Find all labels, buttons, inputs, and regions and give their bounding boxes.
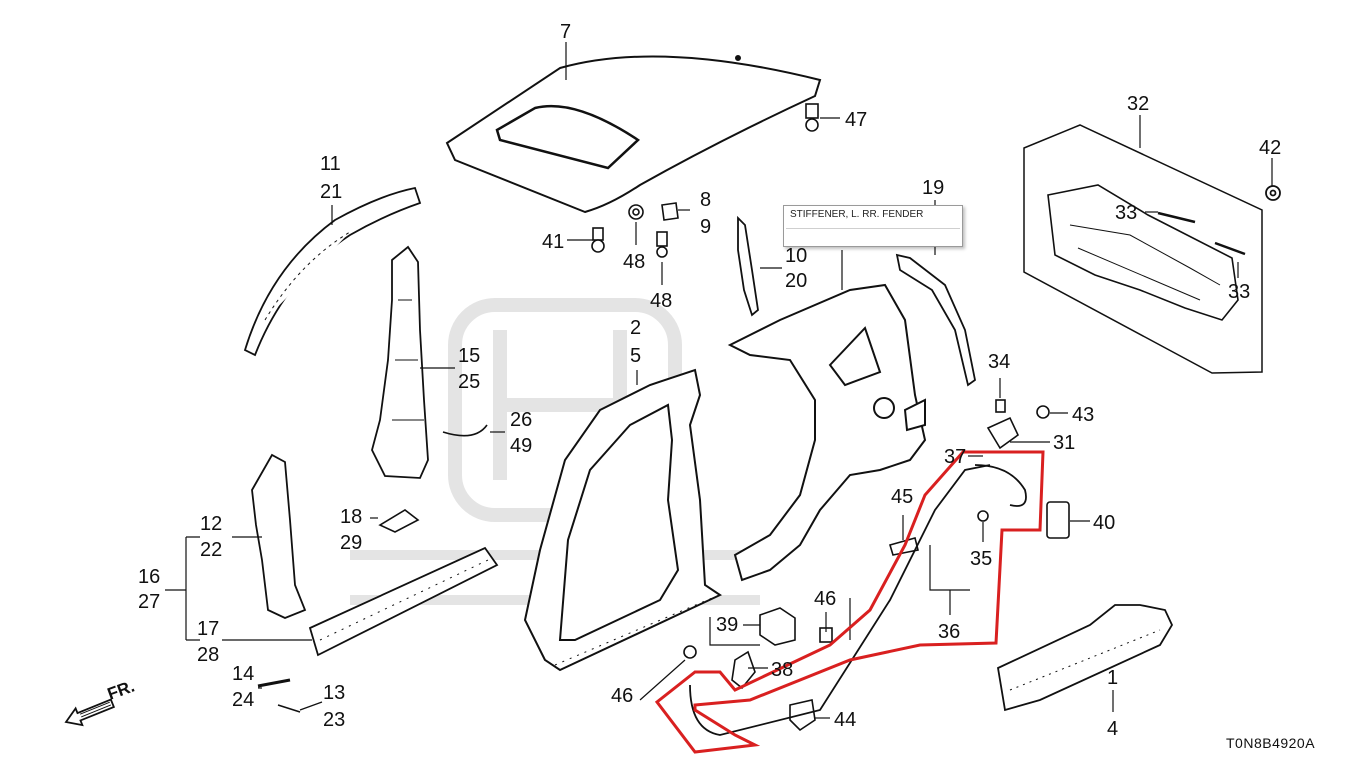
- callout-45[interactable]: 45: [891, 486, 913, 508]
- callout-19[interactable]: 19: [922, 177, 944, 199]
- callout-46b[interactable]: 46: [611, 685, 633, 707]
- callout-47[interactable]: 47: [845, 109, 867, 131]
- callout-35[interactable]: 35: [970, 548, 992, 570]
- callout-36[interactable]: 36: [938, 621, 960, 643]
- rear-panel-box: [1023, 124, 1263, 374]
- rear-quarter-panel[interactable]: [727, 283, 927, 582]
- rear-panel[interactable]: [1047, 184, 1239, 321]
- callout-48a[interactable]: 48: [623, 251, 645, 273]
- callout-32[interactable]: 32: [1127, 93, 1149, 115]
- front-arrow-icon: [64, 698, 116, 727]
- highlight-outline: [654, 450, 1045, 754]
- callout-11[interactable]: 11: [320, 153, 341, 175]
- callout-38[interactable]: 38: [771, 659, 793, 681]
- callout-5[interactable]: 5: [630, 345, 641, 367]
- callout-21[interactable]: 21: [320, 181, 342, 203]
- callout-37[interactable]: 37: [944, 446, 966, 468]
- front-pillar-lower[interactable]: [251, 453, 307, 619]
- callout-33a[interactable]: 33: [1115, 202, 1137, 224]
- fender-stiffener[interactable]: [895, 253, 976, 387]
- callout-48b[interactable]: 48: [650, 290, 672, 312]
- side-outer-panel[interactable]: [523, 368, 723, 672]
- callout-labels: 7 47 32 42 33 33 11 21 41 48 48 8 9 19 1…: [138, 21, 1281, 740]
- callout-34[interactable]: 34: [988, 351, 1010, 373]
- callout-12[interactable]: 12: [200, 513, 222, 535]
- rear-panel-brackets[interactable]: [1157, 211, 1246, 256]
- roof-rail-inner[interactable]: [243, 186, 422, 357]
- wiring-harness[interactable]: [689, 464, 1027, 736]
- part-tooltip: STIFFENER, L. RR. FENDER: [783, 205, 963, 247]
- callout-40[interactable]: 40: [1093, 512, 1115, 534]
- callout-9[interactable]: 9: [700, 216, 711, 238]
- callout-20[interactable]: 20: [785, 270, 807, 292]
- roof-panel[interactable]: [445, 55, 822, 214]
- callout-33b[interactable]: 33: [1228, 281, 1250, 303]
- callout-41[interactable]: 41: [542, 231, 564, 253]
- callout-16[interactable]: 16: [138, 566, 160, 588]
- callout-7[interactable]: 7: [560, 21, 571, 43]
- callout-4[interactable]: 4: [1107, 718, 1118, 740]
- callout-14[interactable]: 14: [232, 663, 254, 685]
- nut-42[interactable]: [1265, 185, 1281, 201]
- callout-18[interactable]: 18: [340, 506, 362, 528]
- callout-22[interactable]: 22: [200, 539, 222, 561]
- callout-8[interactable]: 8: [700, 189, 711, 211]
- rear-pillar-stiffener[interactable]: [737, 215, 759, 317]
- callout-49[interactable]: 49: [510, 435, 532, 457]
- callout-25[interactable]: 25: [458, 371, 480, 393]
- callout-1[interactable]: 1: [1107, 667, 1118, 689]
- callout-39[interactable]: 39: [716, 614, 738, 636]
- callout-13[interactable]: 13: [323, 682, 345, 704]
- callout-24[interactable]: 24: [232, 689, 254, 711]
- callout-2[interactable]: 2: [630, 317, 641, 339]
- rear-sill-extension[interactable]: [996, 604, 1174, 712]
- callout-42[interactable]: 42: [1259, 137, 1281, 159]
- callout-10[interactable]: 10: [785, 245, 807, 267]
- b-pillar-inner[interactable]: [371, 245, 429, 479]
- leader-lines: [165, 42, 1273, 719]
- callout-23[interactable]: 23: [323, 709, 345, 731]
- callout-44[interactable]: 44: [834, 709, 856, 731]
- tooltip-text: STIFFENER, L. RR. FENDER: [790, 209, 924, 220]
- callout-31[interactable]: 31: [1053, 432, 1075, 454]
- callout-43[interactable]: 43: [1072, 404, 1094, 426]
- callout-28[interactable]: 28: [197, 644, 219, 666]
- callout-46a[interactable]: 46: [814, 588, 836, 610]
- side-sill-inner[interactable]: [308, 546, 499, 657]
- front-direction-label: FR.: [105, 677, 137, 704]
- diagram-code: T0N8B4920A: [1226, 735, 1315, 751]
- callout-15[interactable]: 15: [458, 345, 480, 367]
- callout-29[interactable]: 29: [340, 532, 362, 554]
- tooltip-divider: [786, 228, 960, 229]
- callout-17[interactable]: 17: [197, 618, 219, 640]
- callout-27[interactable]: 27: [138, 591, 160, 613]
- callout-26[interactable]: 26: [510, 409, 532, 431]
